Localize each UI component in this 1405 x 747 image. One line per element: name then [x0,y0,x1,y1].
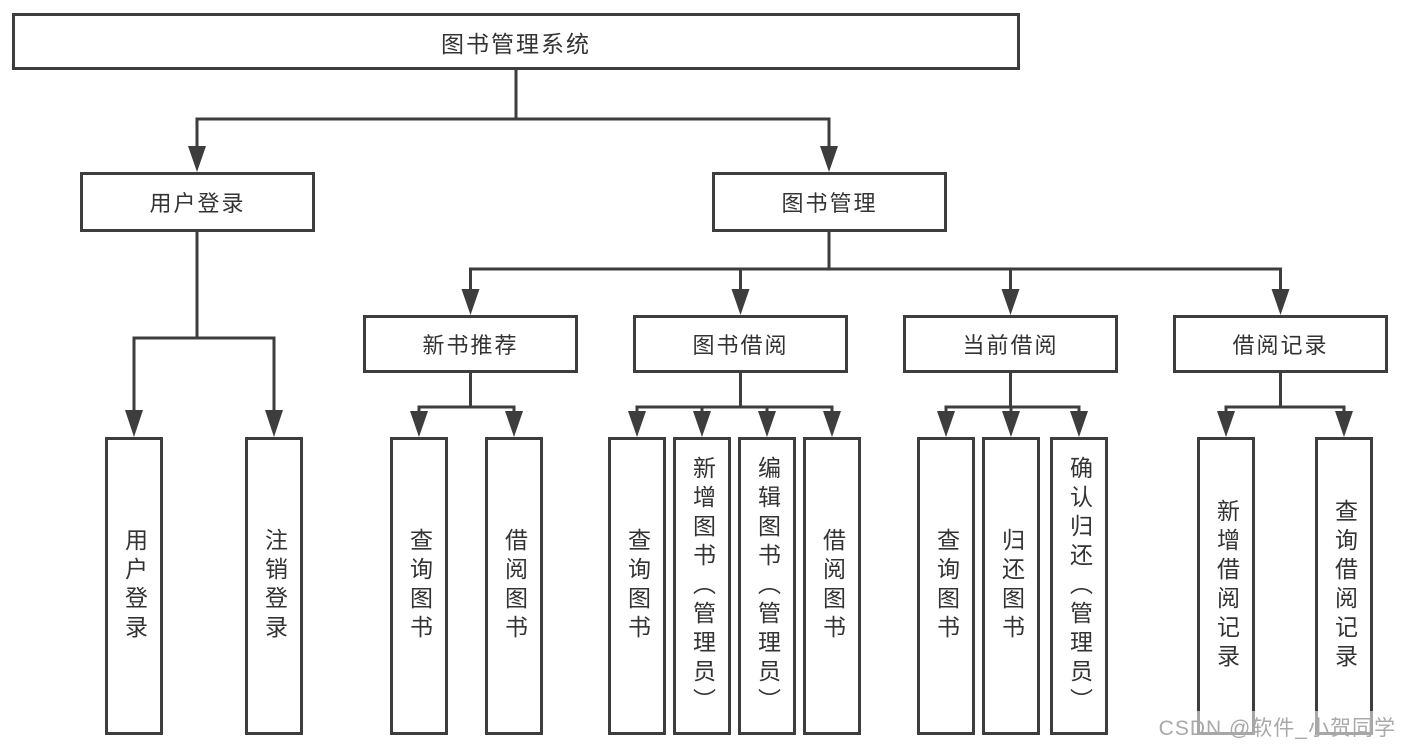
arrowhead-icon [1271,289,1290,315]
arrowhead-icon [505,411,523,437]
arrowhead-icon [758,411,776,437]
arrowhead-icon [628,411,646,437]
node-label: 当前借阅 [962,333,1059,358]
node-borrowing-records: 借阅记录 [1173,315,1388,373]
node-current-borrowing: 当前借阅 [903,315,1118,373]
leaf-label: 查询图书 [406,528,433,644]
leaf-query-borrow-record: 查询借阅记录 [1315,437,1373,735]
leaf-query-books-newbook: 查询图书 [390,437,448,735]
leaf-label: 归还图书 [998,528,1025,644]
node-library-management-system: 图书管理系统 [12,13,1020,70]
leaf-label: 查询图书 [624,528,651,644]
watermark: CSDN @软件_小贺同学 [1155,711,1399,743]
node-user-login: 用户登录 [80,172,315,232]
node-label: 图书管理 [781,191,878,216]
connector-book-borrowing-children [628,373,841,437]
connector-borrowing-records-children [1217,373,1353,437]
leaf-add-books-admin: 新增图书（管理员） [673,437,731,735]
leaf-label: 用户登录 [121,528,148,644]
leaf-add-borrow-record: 新增借阅记录 [1197,437,1255,735]
arrowhead-icon [1002,411,1020,437]
leaf-label: 注销登录 [261,528,288,644]
leaf-label: 查询图书 [933,528,960,644]
leaf-borrow-books-newbook: 借阅图书 [485,437,543,735]
arrowhead-icon [731,289,750,315]
leaf-label: 新增图书（管理员） [689,455,716,717]
arrowhead-icon [410,411,428,437]
leaf-label: 借阅图书 [819,528,846,644]
leaf-logout: 注销登录 [245,437,303,735]
leaf-label: 新增借阅记录 [1213,499,1240,673]
arrowhead-icon [265,410,283,437]
arrowhead-icon [1070,411,1088,437]
arrowhead-icon [188,146,206,172]
leaf-query-books-borrowing: 查询图书 [608,437,666,735]
node-label: 新书推荐 [422,333,519,358]
connector-new-book-children [410,373,523,437]
connector-root-to-level1 [188,70,838,172]
node-label: 借阅记录 [1232,333,1329,358]
arrowhead-icon [693,411,711,437]
leaf-borrow-books-borrowing: 借阅图书 [803,437,861,735]
node-label: 图书管理系统 [441,30,591,57]
leaf-return-books: 归还图书 [982,437,1040,735]
leaf-user-login: 用户登录 [105,437,163,735]
node-label: 用户登录 [149,191,246,216]
connector-user-login-children [125,232,283,437]
node-book-management: 图书管理 [712,172,947,232]
leaf-label: 查询借阅记录 [1331,499,1358,673]
leaf-label: 确认归还（管理员） [1066,455,1093,717]
node-book-borrowing: 图书借阅 [633,315,848,373]
arrowhead-icon [461,289,480,315]
leaf-edit-books-admin: 编辑图书（管理员） [738,437,796,735]
connector-book-management-children [461,232,1290,315]
connector-current-borrowing-children [937,373,1088,437]
arrowhead-icon [1001,289,1020,315]
arrowhead-icon [1335,411,1353,437]
arrowhead-icon [823,411,841,437]
arrowhead-icon [125,410,143,437]
leaf-query-books-current: 查询图书 [917,437,975,735]
arrowhead-icon [1217,411,1235,437]
node-new-book-recommendation: 新书推荐 [363,315,578,373]
node-label: 图书借阅 [692,333,789,358]
arrowhead-icon [937,411,955,437]
leaf-label: 借阅图书 [501,528,528,644]
arrowhead-icon [820,146,838,172]
leaf-confirm-return-admin: 确认归还（管理员） [1050,437,1108,735]
leaf-label: 编辑图书（管理员） [754,455,781,717]
